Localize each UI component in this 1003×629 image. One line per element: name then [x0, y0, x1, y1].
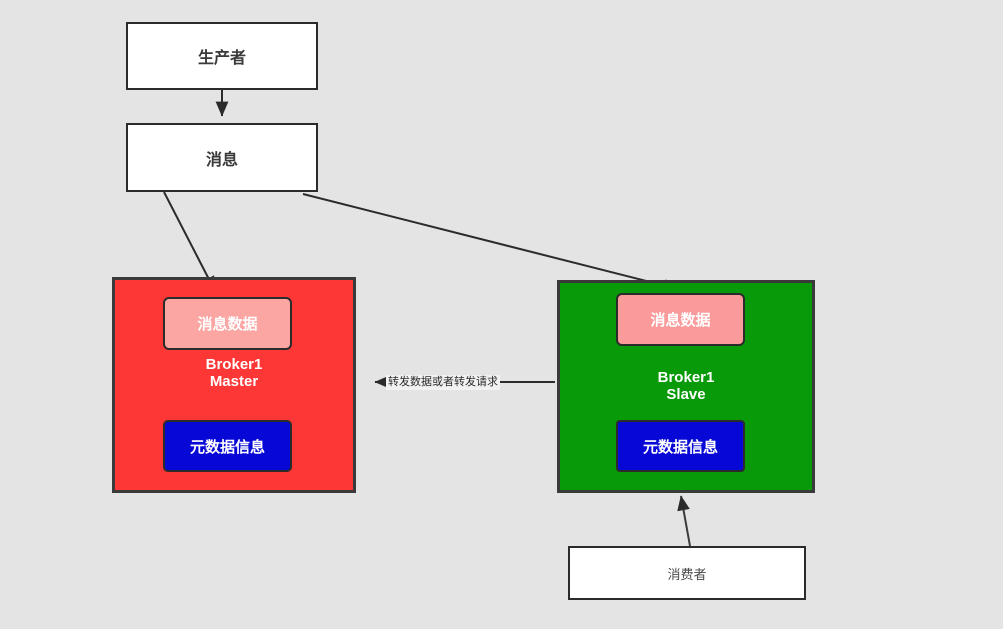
node-producer-label: 生产者	[197, 50, 246, 67]
edge-label-slave-to-master: 转发数据或者转发请求	[386, 375, 500, 390]
node-broker-master-label: Broker1 Master	[205, 356, 263, 391]
node-broker-slave-label: Broker1 Slave	[657, 369, 715, 404]
node-slave-message-data[interactable]: 消息数据	[616, 293, 745, 346]
node-message-label: 消息	[205, 151, 238, 169]
node-message[interactable]: 消息	[126, 123, 318, 192]
node-slave-message-data-label: 消息数据	[650, 312, 711, 329]
node-slave-metadata-label: 元数据信息	[642, 438, 718, 456]
node-master-metadata-label: 元数据信息	[189, 438, 265, 456]
node-master-message-data[interactable]: 消息数据	[163, 297, 292, 350]
node-master-message-data-label: 消息数据	[197, 316, 258, 333]
node-consumer[interactable]: 消费者	[568, 546, 806, 600]
node-producer[interactable]: 生产者	[126, 22, 318, 90]
node-consumer-label: 消费者	[667, 566, 707, 582]
arrow-consumer-to-slave	[677, 495, 691, 547]
node-slave-metadata[interactable]: 元数据信息	[616, 420, 745, 472]
node-master-metadata[interactable]: 元数据信息	[163, 420, 292, 472]
arrow-message-to-slave	[302, 193, 679, 292]
